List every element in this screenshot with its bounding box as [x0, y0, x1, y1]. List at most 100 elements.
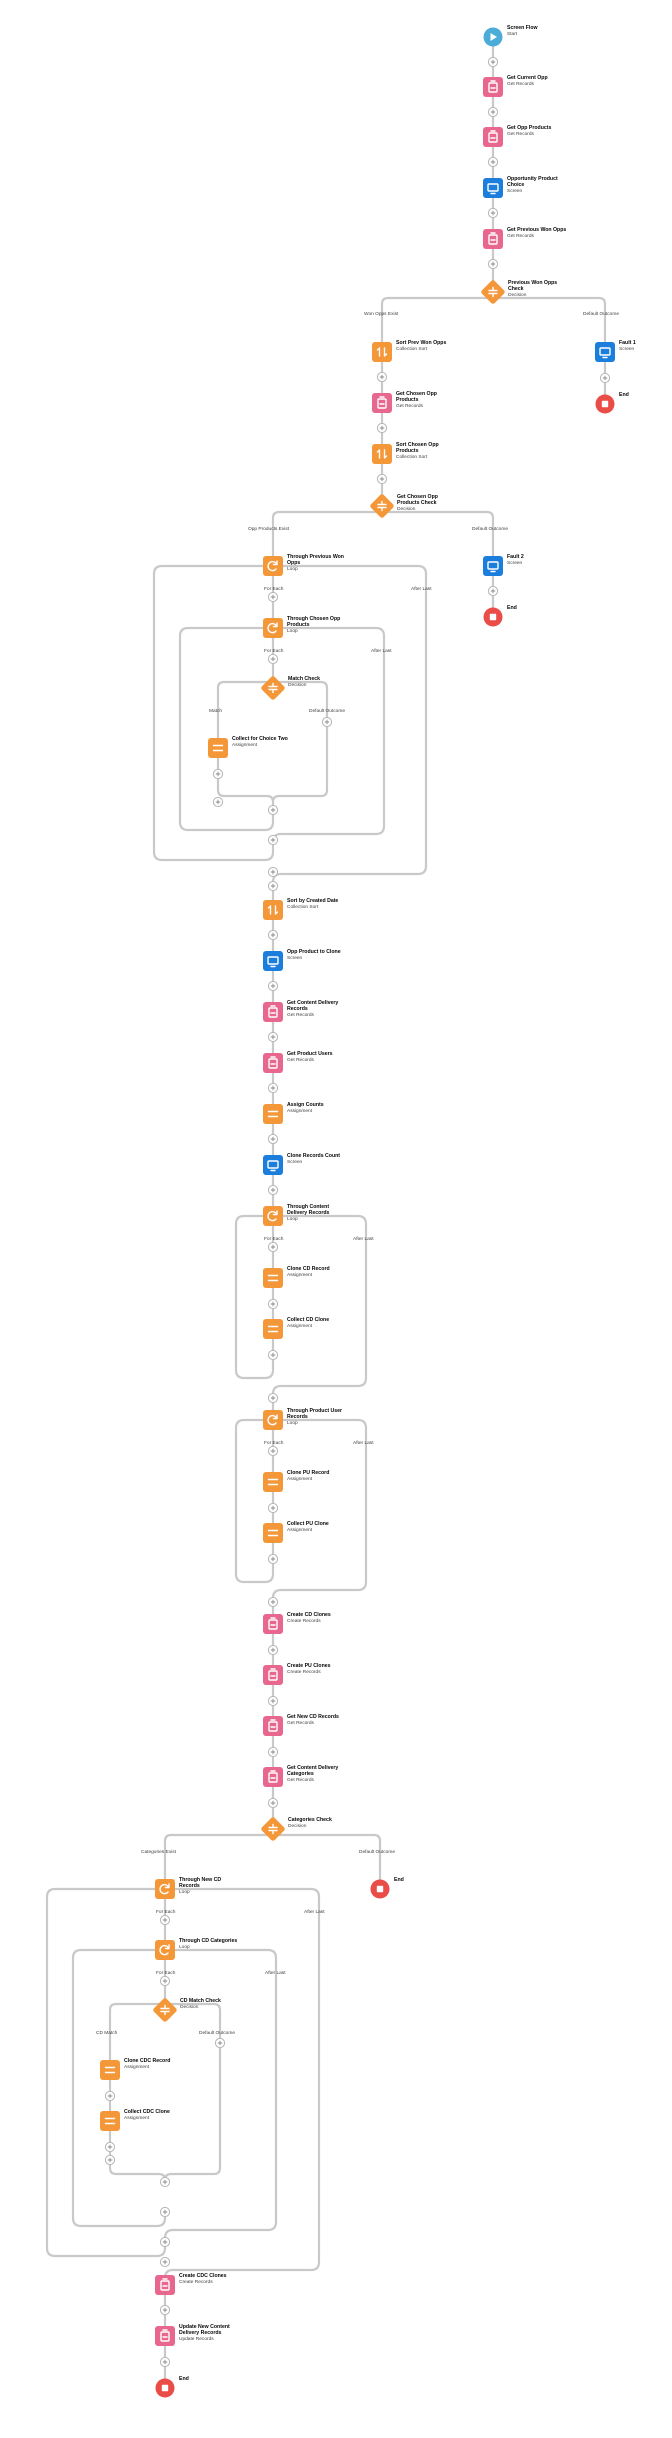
assignment-icon[interactable] [100, 2060, 120, 2080]
add-element-button[interactable] [487, 56, 499, 68]
sort-icon[interactable] [263, 900, 283, 920]
stop-icon[interactable] [155, 2378, 175, 2398]
records-icon[interactable] [372, 393, 392, 413]
assignment-icon[interactable] [100, 2111, 120, 2131]
add-element-button[interactable] [267, 653, 279, 665]
node-type: Loop [179, 1944, 190, 1950]
decision-icon[interactable] [260, 1816, 285, 1841]
node-type: Loop [287, 628, 298, 634]
stop-icon[interactable] [483, 607, 503, 627]
loop-icon[interactable] [155, 1879, 175, 1899]
loop-icon[interactable] [155, 1940, 175, 1960]
assignment-icon[interactable] [208, 738, 228, 758]
add-element-button[interactable] [267, 1746, 279, 1758]
add-element-button[interactable] [267, 1392, 279, 1404]
add-element-button[interactable] [159, 2176, 171, 2188]
add-element-button[interactable] [104, 2141, 116, 2153]
decision-icon[interactable] [152, 1997, 177, 2022]
add-element-button[interactable] [267, 1082, 279, 1094]
add-element-button[interactable] [376, 473, 388, 485]
assignment-icon[interactable] [263, 1104, 283, 1124]
assignment-icon[interactable] [263, 1472, 283, 1492]
sort-icon[interactable] [372, 444, 392, 464]
add-element-button[interactable] [267, 1298, 279, 1310]
add-element-button[interactable] [267, 1596, 279, 1608]
decision-icon[interactable] [260, 675, 285, 700]
add-element-button[interactable] [487, 258, 499, 270]
records-icon[interactable] [483, 127, 503, 147]
add-element-button[interactable] [267, 980, 279, 992]
records-icon[interactable] [155, 2275, 175, 2295]
add-element-button[interactable] [267, 591, 279, 603]
add-element-button[interactable] [212, 768, 224, 780]
assignment-icon[interactable] [263, 1268, 283, 1288]
sort-icon[interactable] [372, 342, 392, 362]
loop-icon[interactable] [263, 556, 283, 576]
add-element-button[interactable] [267, 866, 279, 878]
records-icon[interactable] [263, 1053, 283, 1073]
add-element-button[interactable] [267, 1644, 279, 1656]
add-element-button[interactable] [487, 585, 499, 597]
add-element-button[interactable] [487, 156, 499, 168]
add-element-button[interactable] [104, 2154, 116, 2166]
add-element-button[interactable] [267, 1349, 279, 1361]
add-element-button[interactable] [159, 2304, 171, 2316]
records-icon[interactable] [263, 1665, 283, 1685]
add-element-button[interactable] [159, 1914, 171, 1926]
path-label: Default Outcome [583, 312, 619, 317]
add-element-button[interactable] [159, 2356, 171, 2368]
add-element-button[interactable] [267, 1502, 279, 1514]
add-element-button[interactable] [376, 422, 388, 434]
element-icons[interactable] [100, 27, 615, 2398]
loop-icon[interactable] [263, 618, 283, 638]
add-element-button[interactable] [267, 804, 279, 816]
records-icon[interactable] [263, 1767, 283, 1787]
add-element-button[interactable] [159, 2236, 171, 2248]
screen-icon[interactable] [263, 1155, 283, 1175]
play-icon[interactable] [483, 27, 503, 47]
add-element-button[interactable] [321, 716, 333, 728]
add-element-button[interactable] [599, 372, 611, 384]
screen-icon[interactable] [263, 951, 283, 971]
node-title: CD Match Check [180, 1998, 221, 2004]
add-element-button[interactable] [212, 796, 224, 808]
assignment-icon[interactable] [263, 1319, 283, 1339]
add-element-button[interactable] [267, 1553, 279, 1565]
records-icon[interactable] [483, 229, 503, 249]
records-icon[interactable] [483, 77, 503, 97]
add-element-buttons[interactable] [104, 56, 611, 2368]
add-element-button[interactable] [267, 1184, 279, 1196]
records-icon[interactable] [263, 1002, 283, 1022]
decision-icon[interactable] [480, 279, 505, 304]
screen-icon[interactable] [483, 556, 503, 576]
screen-icon[interactable] [483, 178, 503, 198]
add-element-button[interactable] [159, 2206, 171, 2218]
stop-icon[interactable] [370, 1879, 390, 1899]
add-element-button[interactable] [267, 1241, 279, 1253]
screen-icon[interactable] [595, 342, 615, 362]
stop-icon[interactable] [595, 394, 615, 414]
add-element-button[interactable] [267, 1797, 279, 1809]
add-element-button[interactable] [267, 880, 279, 892]
loop-icon[interactable] [263, 1206, 283, 1226]
add-element-button[interactable] [159, 2256, 171, 2268]
add-element-button[interactable] [267, 834, 279, 846]
add-element-button[interactable] [487, 106, 499, 118]
add-element-button[interactable] [214, 2037, 226, 2049]
records-icon[interactable] [263, 1614, 283, 1634]
loop-icon[interactable] [263, 1410, 283, 1430]
add-element-button[interactable] [487, 207, 499, 219]
add-element-button[interactable] [159, 1975, 171, 1987]
decision-icon[interactable] [369, 493, 394, 518]
add-element-button[interactable] [267, 1445, 279, 1457]
add-element-button[interactable] [267, 1031, 279, 1043]
add-element-button[interactable] [267, 1695, 279, 1707]
records-icon[interactable] [263, 1716, 283, 1736]
assignment-icon[interactable] [263, 1523, 283, 1543]
add-element-button[interactable] [376, 371, 388, 383]
add-element-button[interactable] [267, 1133, 279, 1145]
add-element-button[interactable] [267, 929, 279, 941]
add-element-button[interactable] [104, 2090, 116, 2102]
records-icon[interactable] [155, 2326, 175, 2346]
